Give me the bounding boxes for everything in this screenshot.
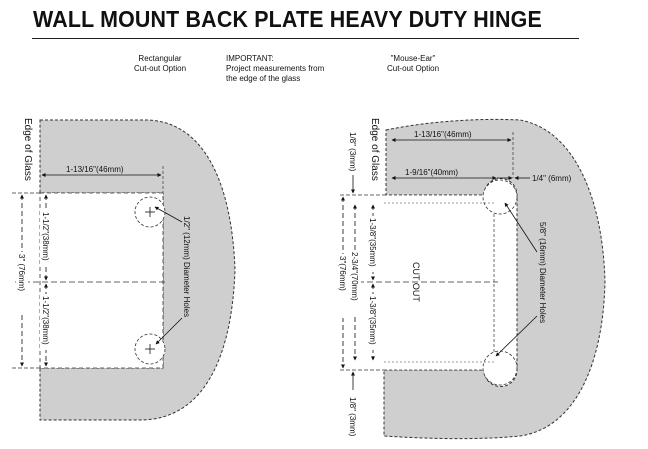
left-width-dim: 1-13/16"(46mm) <box>66 165 124 174</box>
right-upper-dim: 1-3/8"(35mm) <box>368 218 377 267</box>
title-underline <box>32 38 579 39</box>
left-caption-line1: Rectangular <box>138 54 182 63</box>
note-line3: the edge of the glass <box>226 74 301 83</box>
left-hole-label: 1/2" (12mm) Diameter Holes <box>182 216 191 317</box>
note-line2: Project measurements from <box>226 64 325 73</box>
right-mid-dim: 2-3/4"(70mm) <box>350 252 359 301</box>
right-caption-line2: Cut-out Option <box>386 64 440 73</box>
page-title: WALL MOUNT BACK PLATE HEAVY DUTY HINGE <box>33 6 542 32</box>
left-caption: Rectangular Cut-out Option <box>125 54 195 74</box>
left-upper-dim: 1-1/2"(38mm) <box>41 212 50 261</box>
right-top-offset: 1/8" (3mm) <box>348 132 357 172</box>
left-back-plate <box>39 119 236 421</box>
right-width-dim: 1-13/16"(46mm) <box>414 130 472 139</box>
important-note: IMPORTANT: Project measurements from the… <box>226 54 324 84</box>
right-diagram: 1-13/16"(46mm) 1-9/16"(40mm) 1/4" (6mm) … <box>337 118 606 440</box>
cutout-label: CUT OUT <box>411 262 421 302</box>
right-edge-of-glass: Edge of Glass <box>369 118 380 181</box>
right-back-plate <box>383 118 606 440</box>
right-total-dim: 3"(76mm) <box>338 256 347 291</box>
left-diagram: 1-13/16"(46mm) 3" (76mm) 1-1/2"(38mm) 1-… <box>12 118 236 421</box>
left-total-dim: 3" (76mm) <box>17 254 26 291</box>
left-hole-crosshairs <box>145 207 155 354</box>
right-lower-dim: 1-3/8"(35mm) <box>368 296 377 345</box>
left-lower-dim: 1-1/2"(38mm) <box>41 296 50 345</box>
note-line1: IMPORTANT: <box>226 54 274 63</box>
right-bottom-offset: 1/8" (3mm) <box>348 397 357 437</box>
left-edge-of-glass: Edge of Glass <box>22 118 33 181</box>
right-hole-label: 5/8" (16mm) Diameter Holes <box>538 222 547 323</box>
left-caption-line2: Cut-out Option <box>133 64 187 73</box>
right-inner-width-dim: 1-9/16"(40mm) <box>405 168 458 177</box>
right-ear-dim: 1/4" (6mm) <box>532 174 572 183</box>
right-caption-line1: "Mouse-Ear" <box>390 54 436 63</box>
right-bottom-ear-hole <box>482 350 518 386</box>
right-top-ear-hole <box>482 179 518 215</box>
right-caption: "Mouse-Ear" Cut-out Option <box>378 54 448 74</box>
